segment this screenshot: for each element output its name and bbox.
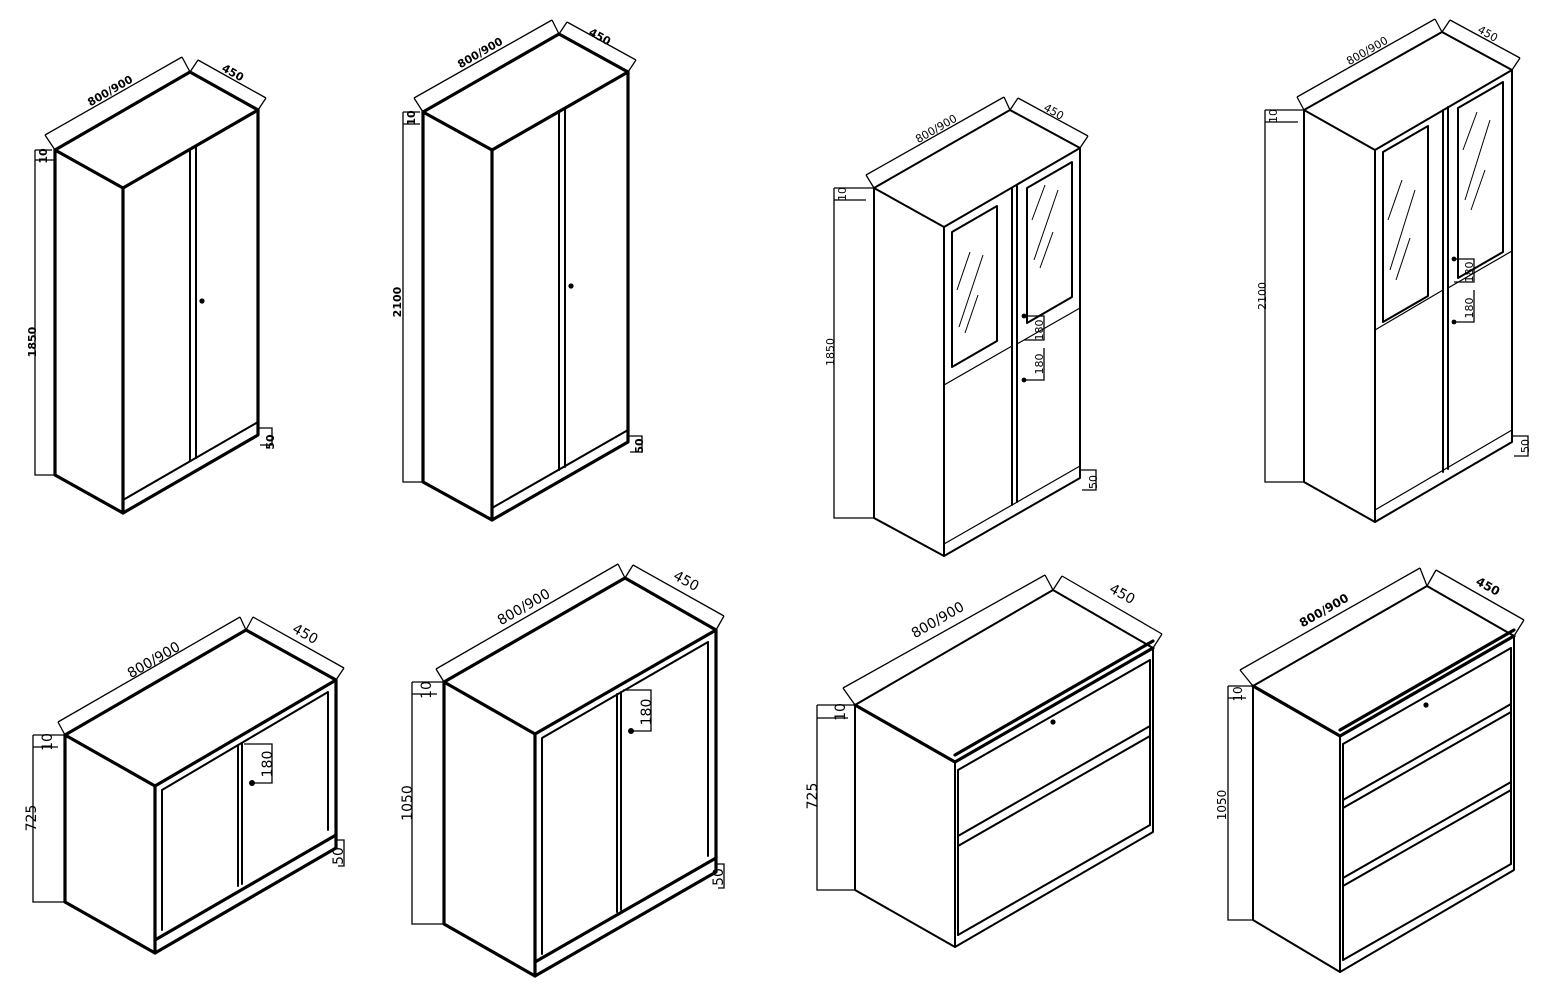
width-label: 800/900 (455, 35, 505, 71)
depth-label: 450 (1041, 101, 1066, 123)
width-label: 800/900 (1344, 34, 1390, 68)
plinth-label: 50 (264, 434, 277, 450)
plinth-label: 50 (633, 438, 646, 454)
cabinet-tall-glass-door-1850: 180 180 800/900 450 10 1850 50 (824, 96, 1100, 557)
plinth-label: 50 (1087, 475, 1100, 489)
height-label: 1050 (1215, 790, 1229, 821)
height-label: 1050 (400, 785, 416, 821)
top-thickness-label: 10 (37, 148, 50, 164)
handle-a-label: 180 (1463, 262, 1476, 283)
handle-b-label: 180 (1033, 354, 1046, 375)
top-thickness-label: 10 (1231, 686, 1245, 701)
depth-label: 450 (220, 62, 247, 85)
plinth-label: 50 (1519, 439, 1532, 453)
cabinet-tall-double-door-2100: 800/900 450 10 2100 50 (391, 19, 646, 522)
depth-label: 450 (1475, 23, 1500, 45)
depth-label: 450 (670, 568, 701, 595)
height-label: 2100 (1256, 282, 1269, 310)
width-label: 800/900 (85, 73, 135, 109)
width-label: 800/900 (913, 112, 959, 146)
handle-b-label: 180 (1463, 298, 1476, 319)
top-thickness-label: 10 (833, 703, 849, 721)
height-label: 2100 (391, 286, 404, 317)
depth-label: 450 (289, 621, 320, 648)
height-label: 1850 (824, 338, 837, 366)
height-label: 1850 (26, 326, 39, 357)
cabinet-mid-drawer-1050: 800/900 450 10 1050 (1215, 567, 1525, 973)
cabinet-tall-glass-door-2100: 180 180 800/900 450 10 2100 50 (1256, 18, 1532, 523)
plinth-label: 50 (331, 847, 347, 865)
handle-label: 180 (260, 751, 276, 778)
top-thickness-label: 10 (40, 733, 56, 751)
cabinet-mid-door-1050: 180 800/900 450 10 1050 50 (400, 563, 727, 978)
width-label: 800/900 (1297, 591, 1351, 630)
top-thickness-label: 10 (836, 187, 849, 201)
cabinet-low-door-725: 180 800/900 450 10 725 50 (24, 616, 347, 955)
top-thickness-label: 10 (405, 110, 418, 126)
cabinet-low-drawer-725: 800/900 450 10 725 (805, 574, 1163, 948)
width-label: 800/900 (125, 639, 183, 682)
handle-a-label: 180 (1033, 320, 1046, 341)
cabinet-tall-double-door-1850: 800/900 450 10 1850 50 (26, 56, 277, 515)
depth-label: 450 (1474, 574, 1503, 598)
height-label: 725 (24, 805, 40, 832)
handle-label: 180 (639, 699, 655, 726)
height-label: 725 (805, 783, 821, 810)
top-thickness-label: 10 (419, 681, 435, 699)
top-thickness-label: 10 (1267, 109, 1280, 123)
plinth-label: 50 (711, 868, 727, 886)
